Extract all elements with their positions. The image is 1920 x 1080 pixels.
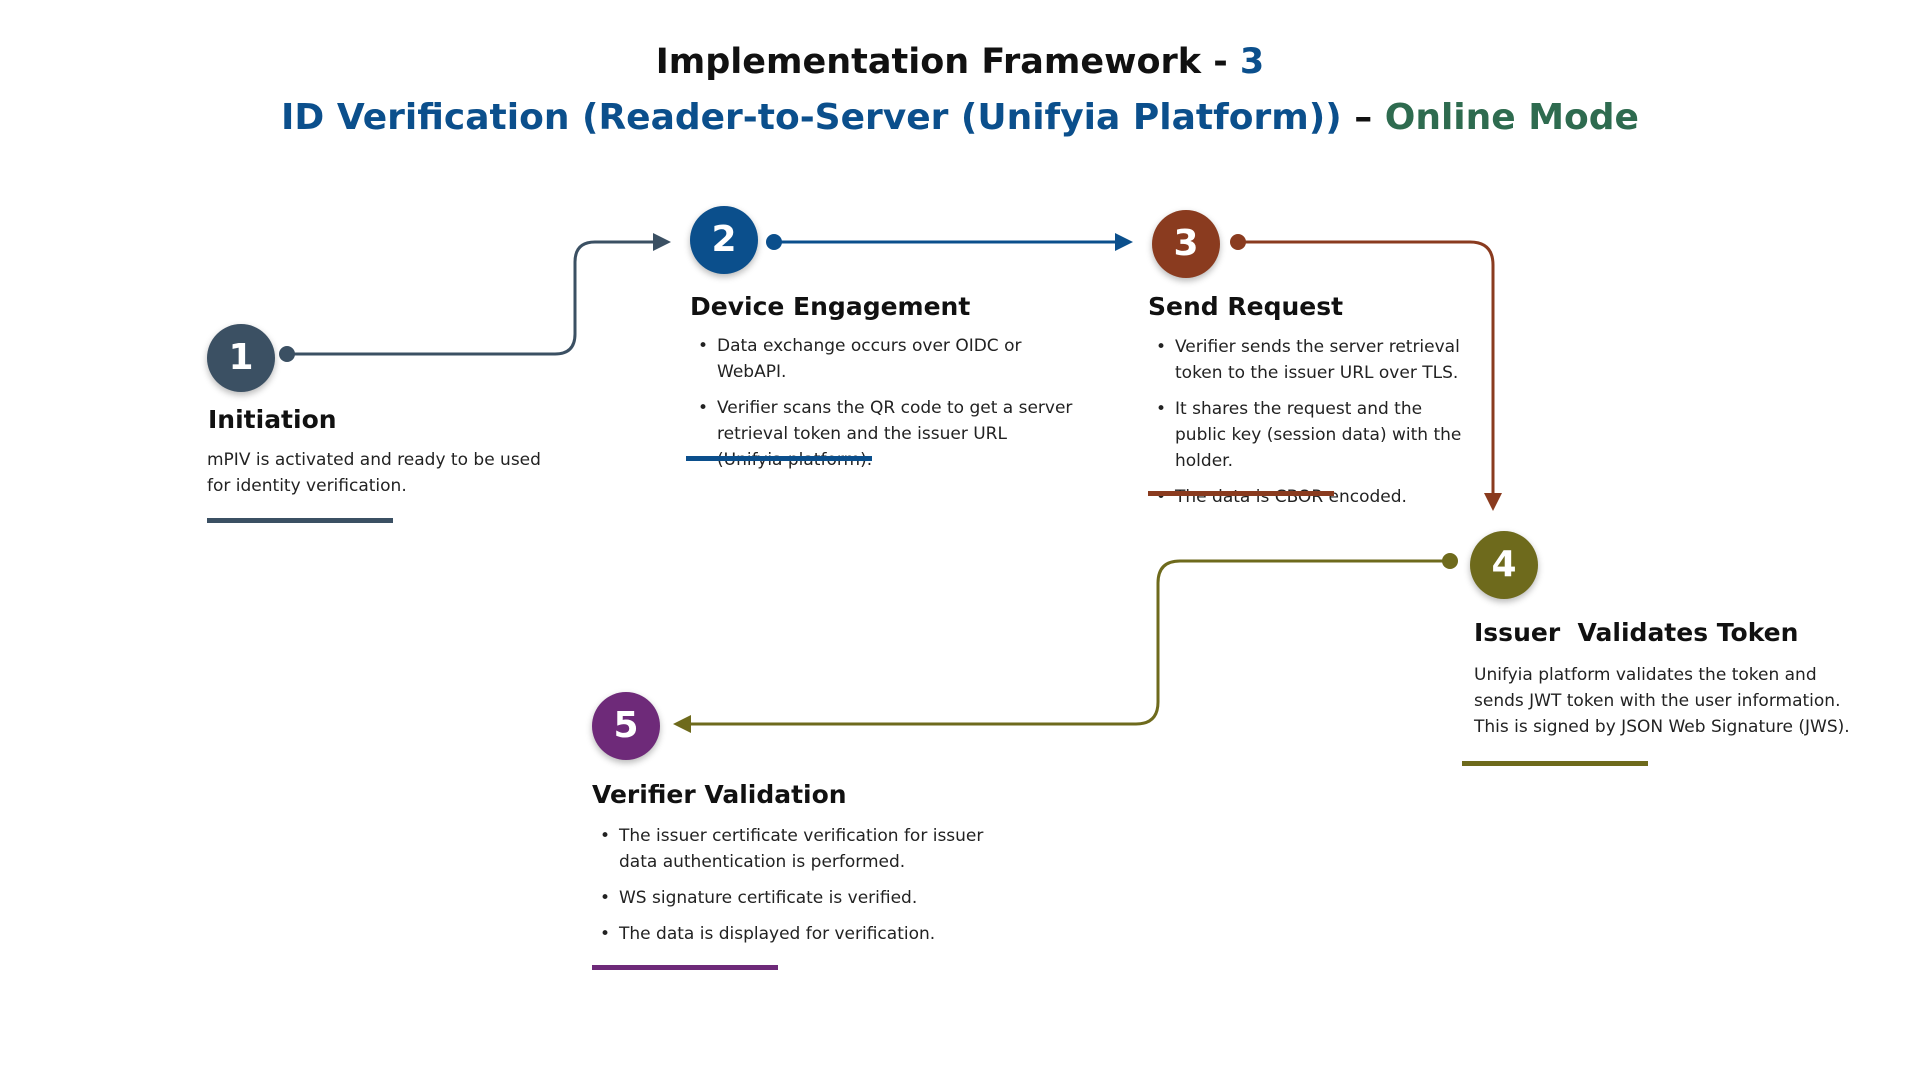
step-3-bullet-item: It shares the request and the public key… — [1148, 396, 1478, 474]
step-5-number-badge: 5 — [592, 692, 660, 760]
step-5-title: Verifier Validation — [592, 780, 847, 809]
step-1-title: Initiation — [208, 405, 337, 434]
step-4-description: Unifyia platform validates the token and… — [1474, 665, 1850, 737]
page-title: Implementation Framework - 3 — [0, 42, 1920, 82]
step-3-bullet-item: The data is CBOR encoded. — [1148, 484, 1478, 510]
title-prefix: Implementation Framework - — [655, 42, 1240, 82]
step-2-number-badge: 2 — [690, 206, 758, 274]
step-2-bullet-item: Data exchange occurs over OIDC or WebAPI… — [690, 333, 1075, 385]
step-4-number-badge: 4 — [1470, 531, 1538, 599]
step-3-title: Send Request — [1148, 292, 1344, 321]
step-5-bullet-item: The issuer certificate verification for … — [592, 823, 1022, 875]
step-5-bullet-list: The issuer certificate verification for … — [592, 823, 1022, 957]
step-2-title: Device Engagement — [690, 292, 971, 321]
step-2-underline — [686, 456, 872, 461]
step-1-description: mPIV is activated and ready to be used f… — [207, 450, 541, 496]
step-3-number-badge: 3 — [1152, 210, 1220, 278]
step-5-bullet-item: The data is displayed for verification. — [592, 921, 1022, 947]
step-4-underline — [1462, 761, 1648, 766]
step-1-number-badge: 1 — [207, 324, 275, 392]
step-1-underline — [207, 518, 393, 523]
subtitle-mode: Online Mode — [1384, 97, 1639, 138]
subtitle-separator: – — [1341, 97, 1385, 138]
connector-3-4-arrow — [1238, 240, 1502, 511]
step-5-underline — [592, 965, 778, 970]
title-number: 3 — [1239, 42, 1265, 82]
subtitle-main: ID Verification (Reader-to-Server (Unify… — [281, 97, 1342, 138]
step-5-bullet-item: WS signature certificate is verified. — [592, 885, 1022, 911]
step-3-bullet-item: Verifier sends the server retrieval toke… — [1148, 334, 1478, 386]
page-subtitle: ID Verification (Reader-to-Server (Unify… — [0, 97, 1920, 138]
step-4-title: Issuer Validates Token — [1474, 618, 1799, 647]
connector-1-2-arrow — [287, 233, 671, 356]
step-3-bullet-list: Verifier sends the server retrieval toke… — [1148, 334, 1478, 520]
step-3-underline — [1148, 491, 1334, 496]
step-2-bullet-item: Verifier scans the QR code to get a serv… — [690, 395, 1075, 473]
connector-4-5-arrow — [673, 559, 1450, 733]
